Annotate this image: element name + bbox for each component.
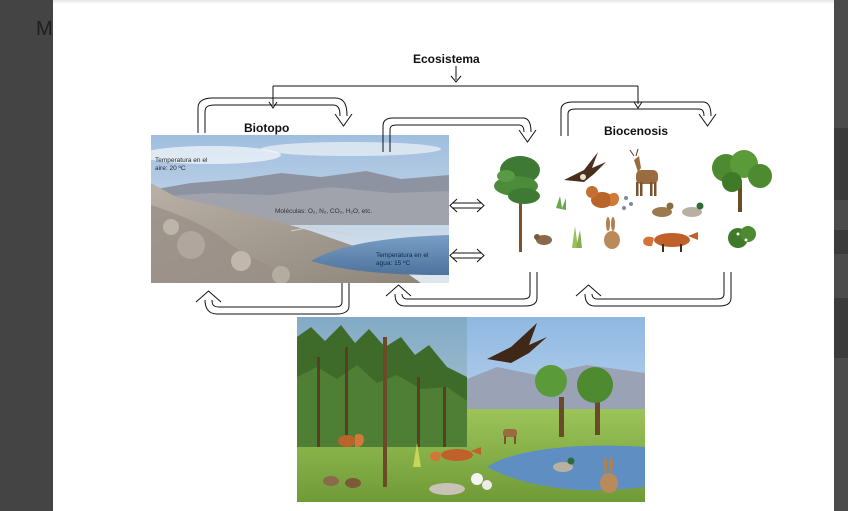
biocenosis-to-biotopo-arrow-icon [394, 272, 538, 307]
mouse-icon [534, 234, 552, 245]
biotopo-label: Biotopo [244, 121, 290, 135]
bush-icon [728, 226, 756, 248]
biotopo-top-loop-arrow-icon [197, 97, 348, 133]
duck-icon [553, 457, 575, 472]
double-arrow-icon [449, 198, 485, 213]
diagram-slide: Temperatura en el aire: 20 ºC Moléculas:… [53, 0, 834, 511]
slide-top-shadow [53, 0, 834, 4]
fox-icon [430, 447, 481, 462]
air-temperature-label: Temperatura en el aire: 20 ºC [155, 157, 208, 172]
tree-icon [535, 365, 613, 437]
biocenosis-bottom-loop-arrow-icon [584, 272, 732, 307]
biotopo-image: Temperatura en el aire: 20 ºC Moléculas:… [151, 135, 449, 283]
rabbit-icon [604, 217, 620, 249]
small-birds-icon [622, 196, 633, 210]
deer-icon [629, 148, 658, 196]
tree-connector [272, 85, 639, 104]
deer-icon [503, 429, 517, 444]
rabbit-icon [600, 457, 618, 493]
squirrel-icon [338, 433, 364, 448]
biocenosis-organisms [494, 148, 772, 252]
tree-icon [494, 156, 540, 252]
viewer-backdrop-left: M [0, 0, 53, 511]
viewer-backdrop-right [834, 0, 848, 511]
biotopo-bottom-loop-arrow-icon [204, 283, 350, 315]
tree-icon [712, 150, 772, 212]
eagle-icon [487, 323, 547, 363]
forest [297, 317, 467, 487]
background-strip [834, 128, 848, 200]
ecosystem-title: Ecosistema [413, 52, 480, 66]
diagram-arrows [195, 66, 732, 315]
mouse-icon [323, 476, 361, 488]
biocenosis-top-loop-arrow-icon [560, 101, 712, 136]
molecules-label: Moléculas: O₂, N₂, CO₂, H₂O, etc. [275, 208, 373, 215]
background-strip [834, 230, 848, 254]
biocenosis-image [476, 148, 776, 272]
background-document-letter: M [36, 18, 53, 40]
ecosystem-scene-image [297, 317, 645, 502]
double-arrow-icon [449, 248, 485, 263]
fox-icon [643, 232, 698, 252]
biotopo-to-biocenosis-arrow-icon [382, 117, 532, 152]
water-temperature-label: Temperatura en el agua: 15 ºC [376, 252, 429, 267]
duck-icon [652, 202, 704, 217]
eagle-icon [564, 152, 606, 182]
biotopo-landscape [151, 135, 449, 283]
bush-icon [556, 196, 582, 248]
biocenosis-label: Biocenosis [604, 124, 669, 138]
squirrel-icon [586, 186, 619, 208]
ecosystem-scene [297, 317, 645, 502]
background-strip [834, 298, 848, 358]
